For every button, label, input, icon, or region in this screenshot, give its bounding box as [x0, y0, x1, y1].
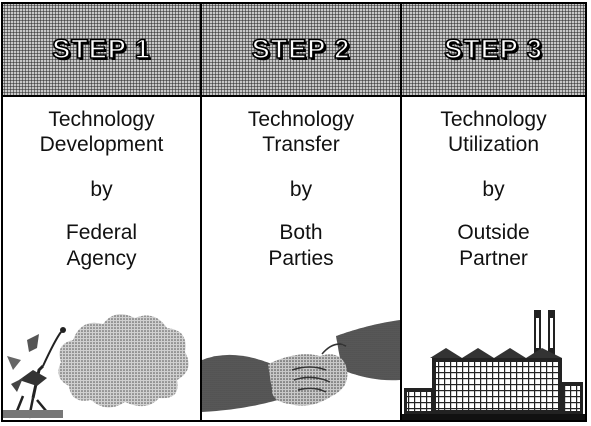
step-1-header: STEP 1 — [3, 4, 200, 97]
step-1-title: STEP 1 — [51, 33, 151, 65]
step-2-activity-line1: Technology — [247, 108, 355, 131]
step-2-activity-line2: Transfer — [262, 133, 340, 156]
step-2-actor-line2: Parties — [268, 247, 334, 270]
step-3-actor-line1: Outside — [457, 221, 530, 244]
step-1-actor-line1: Federal — [65, 221, 138, 244]
step-3-title: STEP 3 — [443, 33, 543, 65]
factory-icon — [402, 310, 585, 420]
step-1-actor-line2: Agency — [66, 247, 137, 270]
step-3-activity-line2: Utilization — [447, 133, 540, 156]
step-3-header: STEP 3 — [402, 4, 585, 97]
step-2-header: STEP 2 — [202, 4, 400, 97]
step-2-column: STEP 2 Technology Transfer by Both Parti… — [200, 4, 400, 420]
step-3-column: STEP 3 Technology Utilization by Outside… — [400, 4, 585, 420]
step-3-actor-line2: Partner — [459, 247, 528, 270]
step-1-body: Technology Development by Federal Agency — [3, 97, 200, 420]
step-2-body: Technology Transfer by Both Parties — [202, 97, 400, 420]
handshake-icon — [202, 320, 400, 412]
step-3-connector: by — [482, 178, 505, 201]
step-2-title: STEP 2 — [251, 33, 351, 65]
step-1-activity-line1: Technology — [48, 108, 155, 131]
bird-cloud-icon — [3, 314, 189, 419]
step-2-actor-line1: Both — [279, 221, 323, 244]
step-3-activity-line1: Technology — [440, 108, 547, 131]
step-1-connector: by — [90, 178, 113, 201]
step-1-activity-line2: Development — [39, 133, 164, 156]
step-2-connector: by — [289, 178, 313, 201]
step-1-column: STEP 1 Technology Development by Federal… — [3, 4, 200, 420]
step-3-body: Technology Utilization by Outside Partne… — [402, 97, 585, 420]
process-diagram: STEP 1 Technology Development by Federal… — [1, 2, 587, 422]
